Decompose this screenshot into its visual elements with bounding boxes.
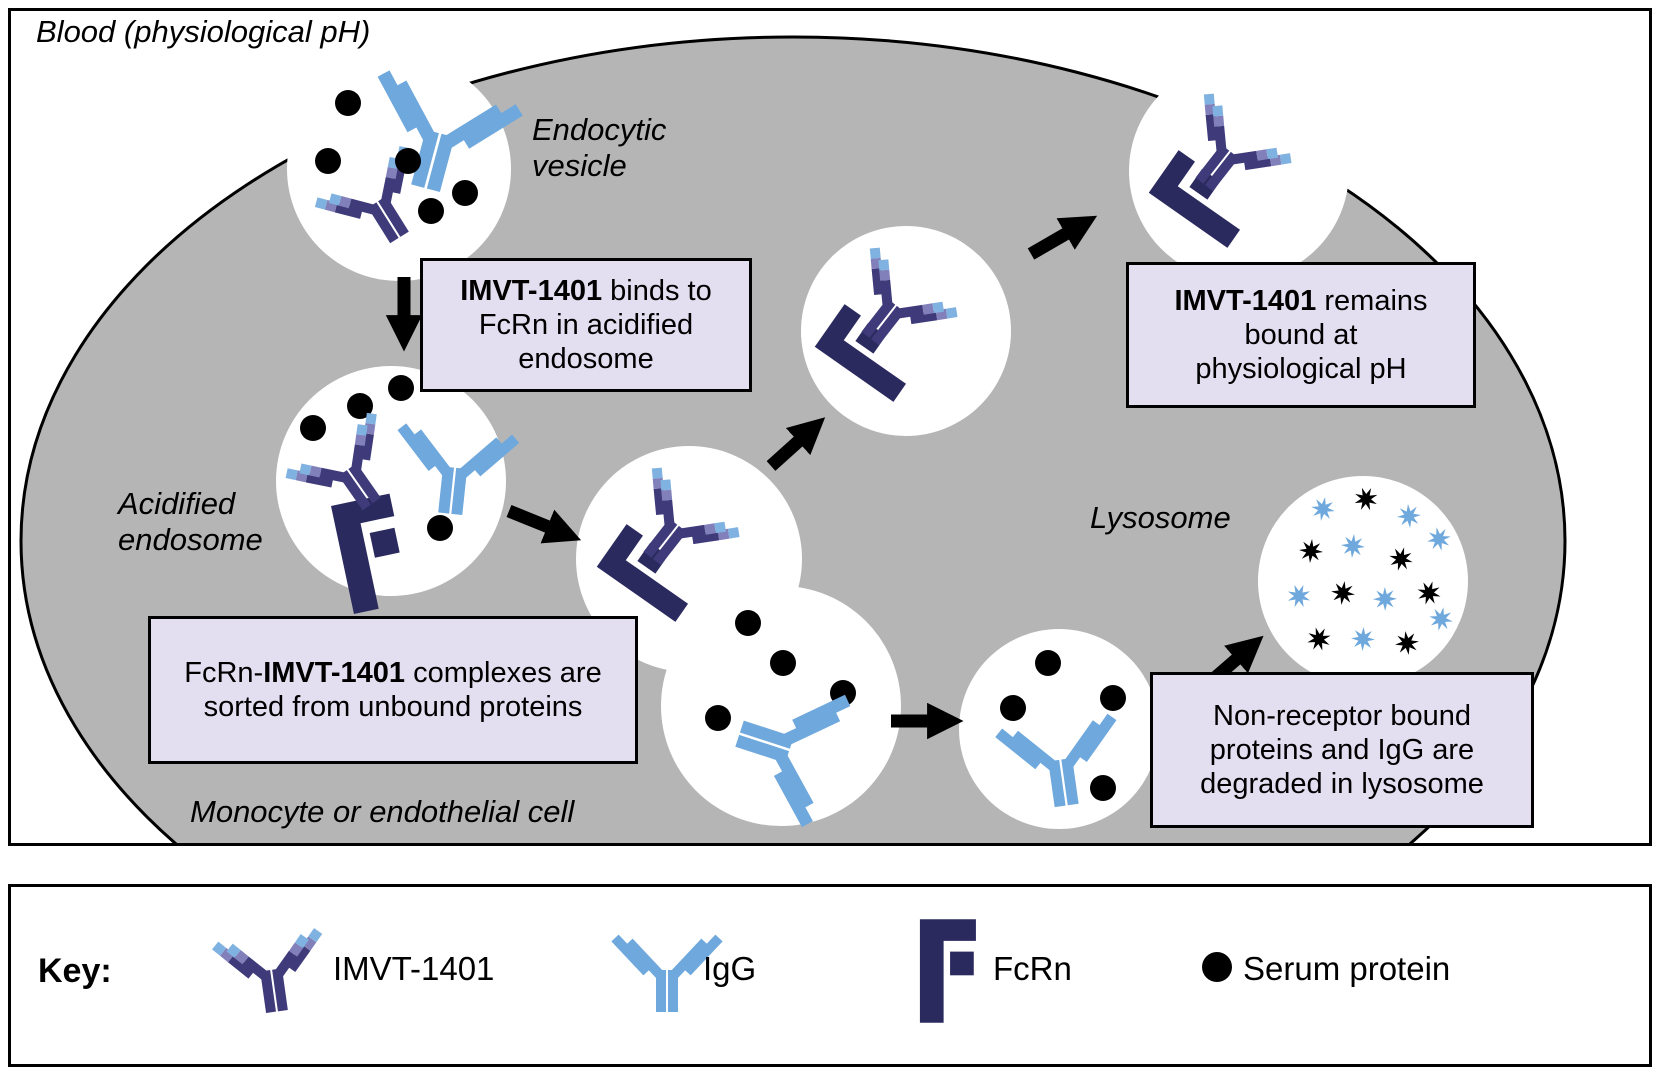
callout-text-rest: complexes are sorted from unbound protei… [203,656,602,723]
key-label-fcrn: FcRn [993,950,1072,987]
imvt-antibody-icon [206,919,334,1031]
arrow-sorting-to-recycling [766,417,826,471]
callout-text: IMVT-1401 binds to FcRn in acidified end… [423,274,749,377]
callout-text-rest: binds to FcRn in acidified endosome [478,274,712,376]
fcrn-icon [919,919,976,1023]
callout-text-rest: FcRn- [184,656,264,689]
lysosome-label: Lysosome [1090,500,1231,535]
key-title: Key: [38,952,112,990]
callout-binds-fcrn: IMVT-1401 binds to FcRn in acidified end… [420,258,752,392]
callout-degraded: Non-receptor bound proteins and IgG are … [1150,672,1534,828]
callout-sorted: FcRn-IMVT-1401 complexes are sorted from… [148,616,638,764]
unbound-proteins-contents [705,610,856,824]
cell-label: Monocyte or endothelial cell [190,794,575,829]
callout-text-bold: IMVT-1401 [460,274,603,307]
vesicle-recycling [801,226,1011,436]
to-lysosome-contents [999,650,1126,813]
callout-remains-bound: IMVT-1401 remains bound at physiological… [1126,262,1476,408]
blood-label: Blood (physiological pH) [36,14,371,49]
key-label-igg: IgG [703,950,757,987]
vesicle-lysosome [1258,476,1468,686]
endocytic-vesicle-contents [315,74,519,265]
vesicle-acidified-endosome [276,366,506,596]
pathway-arrows [385,215,1264,740]
vesicle-unbound-proteins [661,586,901,826]
callout-text-bold: IMVT-1401 [1174,284,1317,317]
acidified-endosome-contents [287,375,516,614]
acidified-endosome-label: Acidified endosome [118,486,263,557]
key-label-imvt: IMVT-1401 [333,950,495,987]
serum-protein-dots [300,375,453,541]
arrow-endosome-to-sorting [506,504,582,544]
callout-text-rest: Non-receptor bound proteins and IgG are … [1200,699,1484,801]
callout-text-rest: remains bound at physiological pH [1195,284,1428,386]
arrow-recycling-to-release [1027,215,1098,260]
serum-protein-dots [1000,650,1126,801]
serum-protein-icon [1202,952,1232,982]
key-label-serum-protein: Serum protein [1243,950,1451,987]
endocytic-vesicle-label: Endocytic vesicle [532,112,667,183]
callout-text: IMVT-1401 remains bound at physiological… [1166,284,1436,387]
serum-protein-dots [315,90,478,224]
key-panel: Key: IMVT-1401 IgG FcRn Serum protein [8,884,1652,1067]
vesicles [276,57,1468,829]
callout-text: FcRn-IMVT-1401 complexes are sorted from… [151,656,635,724]
callout-text: Non-receptor bound proteins and IgG are … [1173,699,1511,802]
vesicle-release [1129,61,1349,281]
callout-text-bold: IMVT-1401 [263,656,406,689]
